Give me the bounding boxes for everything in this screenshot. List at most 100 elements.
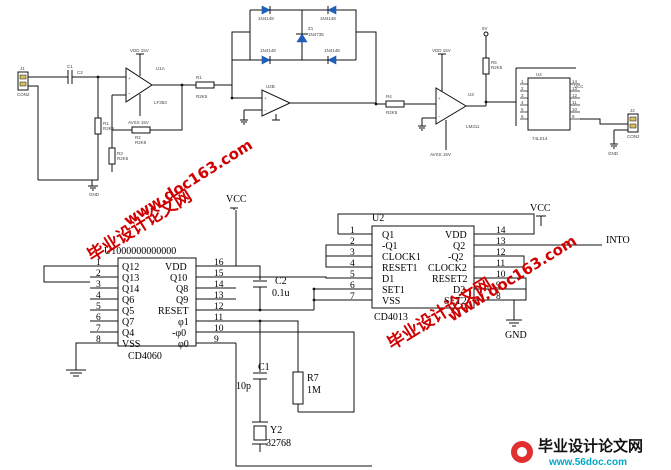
u4-label: U4 xyxy=(536,72,542,77)
u1-part: LF353 xyxy=(154,100,167,105)
svg-text:-Q1: -Q1 xyxy=(382,241,398,252)
r4-resistor xyxy=(385,100,405,108)
svg-text:16: 16 xyxy=(214,258,224,268)
svg-text:VSS: VSS xyxy=(382,296,400,307)
svg-text:11: 11 xyxy=(572,100,577,105)
svg-text:-Q2: -Q2 xyxy=(448,252,464,263)
svg-text:RESET1: RESET1 xyxy=(382,263,418,274)
svg-text:5: 5 xyxy=(96,302,101,312)
cd4013-section: U2 CD4013 1 2 3 4 5 6 7 Q1 -Q1 CLOCK1 RE… xyxy=(236,203,630,341)
svg-text:Q1: Q1 xyxy=(382,230,394,241)
d4-diode-icon xyxy=(327,55,337,65)
cd4060-ref: U1000000000000 xyxy=(104,246,176,257)
svg-text:3: 3 xyxy=(521,93,524,98)
svg-text:2: 2 xyxy=(521,86,524,91)
cd4060-left-pins: 1 2 3 4 5 6 7 8 xyxy=(90,258,118,345)
y2-val: 32768 xyxy=(266,438,291,449)
u3-vss-label: AVSS 15V xyxy=(430,152,451,157)
cd4013-chip xyxy=(371,225,475,309)
r3-top-label: R3 xyxy=(117,151,123,156)
svg-text:CLOCK1: CLOCK1 xyxy=(382,252,421,263)
svg-text:5: 5 xyxy=(350,270,355,280)
svg-text:7: 7 xyxy=(350,292,355,302)
svg-text:VDD: VDD xyxy=(165,262,187,273)
zener-part: 1N4735 xyxy=(308,32,324,37)
svg-text:Q14: Q14 xyxy=(122,284,139,295)
d1-diode-icon xyxy=(261,5,271,15)
u3-comparator xyxy=(435,87,467,125)
r-mid-sub: R2K5 xyxy=(196,94,208,99)
j1-connector xyxy=(17,71,29,91)
svg-text:VSS: VSS xyxy=(122,339,140,350)
diode-bridge: 1N4148 1N4148 1N4148 1N4148 Z1 1N4735 xyxy=(249,5,357,65)
cd4013-ref: U2 xyxy=(372,213,384,224)
d2-diode-icon xyxy=(327,5,337,15)
svg-text:Q2: Q2 xyxy=(453,241,465,252)
svg-text:Q12: Q12 xyxy=(122,262,139,273)
cd4060-right-pins: 16 15 14 13 12 11 10 9 xyxy=(196,258,236,345)
svg-text:8: 8 xyxy=(496,292,501,302)
u4-vcc: VCC xyxy=(574,84,584,89)
r-mid-label: R1 xyxy=(196,75,202,80)
zener-label: Z1 xyxy=(308,26,314,31)
svg-text:8: 8 xyxy=(96,335,101,345)
svg-text:−: − xyxy=(128,91,131,96)
svg-text:13: 13 xyxy=(496,237,506,247)
svg-text:14: 14 xyxy=(572,79,578,84)
svg-text:13: 13 xyxy=(214,291,224,301)
svg-text:12: 12 xyxy=(496,248,506,258)
svg-text:3: 3 xyxy=(350,248,355,258)
j1-label: J1 xyxy=(20,66,25,71)
vcc-left-label: VCC xyxy=(226,194,247,205)
svg-text:5: 5 xyxy=(521,107,524,112)
svg-text:6: 6 xyxy=(521,114,524,119)
svg-text:D1: D1 xyxy=(382,274,394,285)
cd4060-part: CD4060 xyxy=(128,351,162,362)
d3-diode-icon xyxy=(261,55,271,65)
svg-text:4: 4 xyxy=(96,291,101,301)
u3-label: U3 xyxy=(468,92,474,97)
r-mid-resistor xyxy=(195,81,215,89)
svg-text:RESET: RESET xyxy=(158,306,189,317)
u1-label: U1A xyxy=(156,66,165,71)
svg-text:1: 1 xyxy=(350,226,355,236)
svg-text:1: 1 xyxy=(521,79,524,84)
gnd-top-1: GND xyxy=(89,192,100,197)
r1-top-sub: R2K5 xyxy=(103,126,115,131)
cd4060-chip xyxy=(117,257,197,347)
svg-text:12: 12 xyxy=(572,93,578,98)
r4-label: R4 xyxy=(386,94,392,99)
svg-text:Q6: Q6 xyxy=(122,295,134,306)
svg-text:6: 6 xyxy=(96,313,101,323)
u1a-opamp xyxy=(125,67,153,103)
u4-left-pins: 1 2 3 4 5 6 xyxy=(520,79,528,120)
c2-val: 0.1u xyxy=(272,288,290,299)
cd4013-right-pins: 14 13 12 11 10 9 8 xyxy=(474,226,514,302)
svg-text:15: 15 xyxy=(214,269,224,279)
svg-text:1: 1 xyxy=(96,258,101,268)
r7-val: 1M xyxy=(307,385,321,396)
c1-val: 10p xyxy=(236,381,251,392)
vcc-right-label: VCC xyxy=(530,203,551,214)
svg-text:10: 10 xyxy=(572,107,578,112)
zener-diode-icon xyxy=(296,33,308,43)
r1-top-resistor xyxy=(94,117,102,135)
u4-part: 74LS14 xyxy=(532,136,548,141)
r5-resistor xyxy=(482,57,490,75)
svg-text:SET2: SET2 xyxy=(444,296,467,307)
svg-text:7: 7 xyxy=(96,324,101,334)
r4-sub: R2K5 xyxy=(386,110,398,115)
watermark-url-1: www.doc163.com xyxy=(121,136,256,230)
svg-text:11: 11 xyxy=(214,313,223,323)
svg-text:6: 6 xyxy=(350,281,355,291)
y2-crystal xyxy=(253,425,267,441)
u2b-opamp xyxy=(261,89,292,117)
j1-sub: CON2 xyxy=(17,92,30,97)
cd4013-left-labels: Q1 -Q1 CLOCK1 RESET1 D1 SET1 VSS xyxy=(382,230,421,307)
r3-top-sub: R2K5 xyxy=(117,156,129,161)
gnd-top-2: GND xyxy=(608,151,619,156)
svg-text:2: 2 xyxy=(350,237,355,247)
r2-feedback-resistor xyxy=(131,126,151,134)
d2-label: 1N4148 xyxy=(320,16,336,21)
